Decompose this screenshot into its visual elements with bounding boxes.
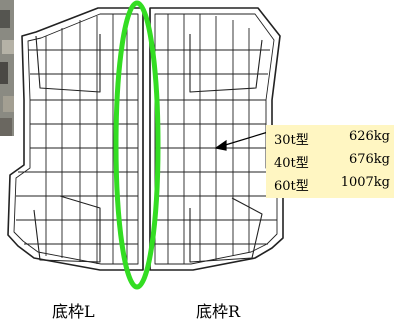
pointer-arrow [214, 131, 269, 151]
weight-spec-table: 30t型 626kg 40t型 676kg 60t型 1007kg [266, 125, 394, 198]
left-frame-label: 底枠L [52, 302, 95, 321]
spec-weight: 1007kg [340, 175, 390, 190]
spec-weight: 676kg [348, 152, 390, 167]
spec-row: 40t型 676kg [266, 152, 394, 172]
spec-model: 30t型 [274, 133, 309, 148]
spec-weight: 626kg [348, 129, 390, 144]
spec-row: 30t型 626kg [266, 129, 394, 149]
spec-model: 60t型 [274, 179, 309, 194]
spec-model: 40t型 [274, 156, 309, 171]
photo-inset [0, 0, 14, 136]
highlight-ellipse [113, 0, 161, 290]
spec-row: 60t型 1007kg [266, 175, 394, 195]
right-frame-outline [149, 7, 284, 271]
right-frame-label: 底枠R [196, 302, 241, 321]
